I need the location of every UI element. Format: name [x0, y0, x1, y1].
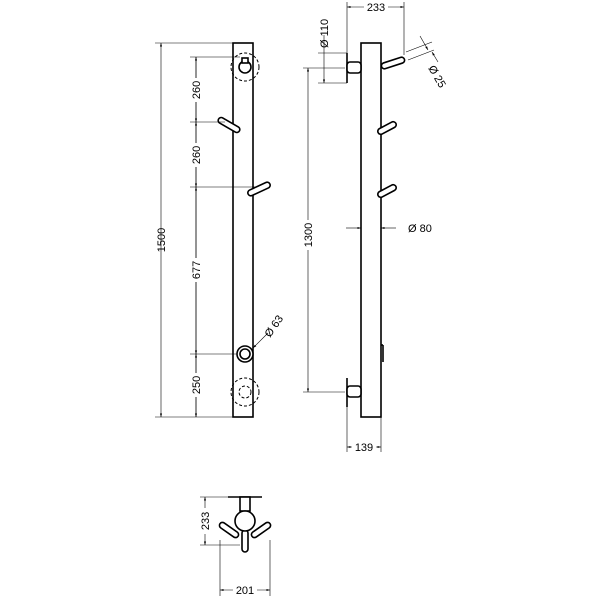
hook-1 — [217, 116, 241, 134]
front-view: 1500 260 260 677 250 Ø 63 — [155, 42, 287, 418]
dim-80-label: Ø 80 — [408, 223, 432, 235]
dim-110-label: Ø 110 — [319, 19, 331, 48]
side-view: 233 Ø 110 Ø 25 Ø 80 1300 139 — [302, 0, 448, 454]
bottom-bracket — [230, 377, 260, 407]
side-hook-3 — [377, 183, 397, 199]
side-bar — [360, 42, 382, 418]
side-hook-1 — [380, 56, 406, 70]
dim-260-b: 260 — [191, 146, 203, 164]
dim-677: 677 — [191, 261, 203, 279]
dim-233-label: 233 — [367, 2, 385, 14]
dim-250: 250 — [191, 376, 203, 394]
control-button — [236, 345, 254, 363]
dim-139-label: 139 — [355, 442, 373, 454]
top-dim-233-label: 233 — [200, 512, 212, 530]
top-dim-201-label: 201 — [236, 585, 254, 597]
front-bar — [232, 42, 254, 418]
top-view: 233 201 — [199, 496, 272, 597]
dim-25-label: Ø 25 — [425, 64, 447, 91]
side-hook-2 — [377, 120, 397, 136]
dim-1300-label: 1300 — [303, 223, 315, 247]
side-bottom-bracket — [346, 378, 362, 407]
top-bar-section — [234, 510, 256, 532]
side-top-bracket — [346, 53, 362, 83]
top-hook-front — [241, 529, 249, 553]
top-bracket — [230, 52, 260, 82]
dim-63-label: Ø 63 — [263, 313, 287, 339]
dim-260-a: 260 — [191, 81, 203, 99]
top-hook-right — [250, 521, 272, 539]
dim-1500-label: 1500 — [156, 228, 168, 252]
top-hook-left — [218, 521, 240, 539]
hook-2 — [247, 181, 271, 197]
